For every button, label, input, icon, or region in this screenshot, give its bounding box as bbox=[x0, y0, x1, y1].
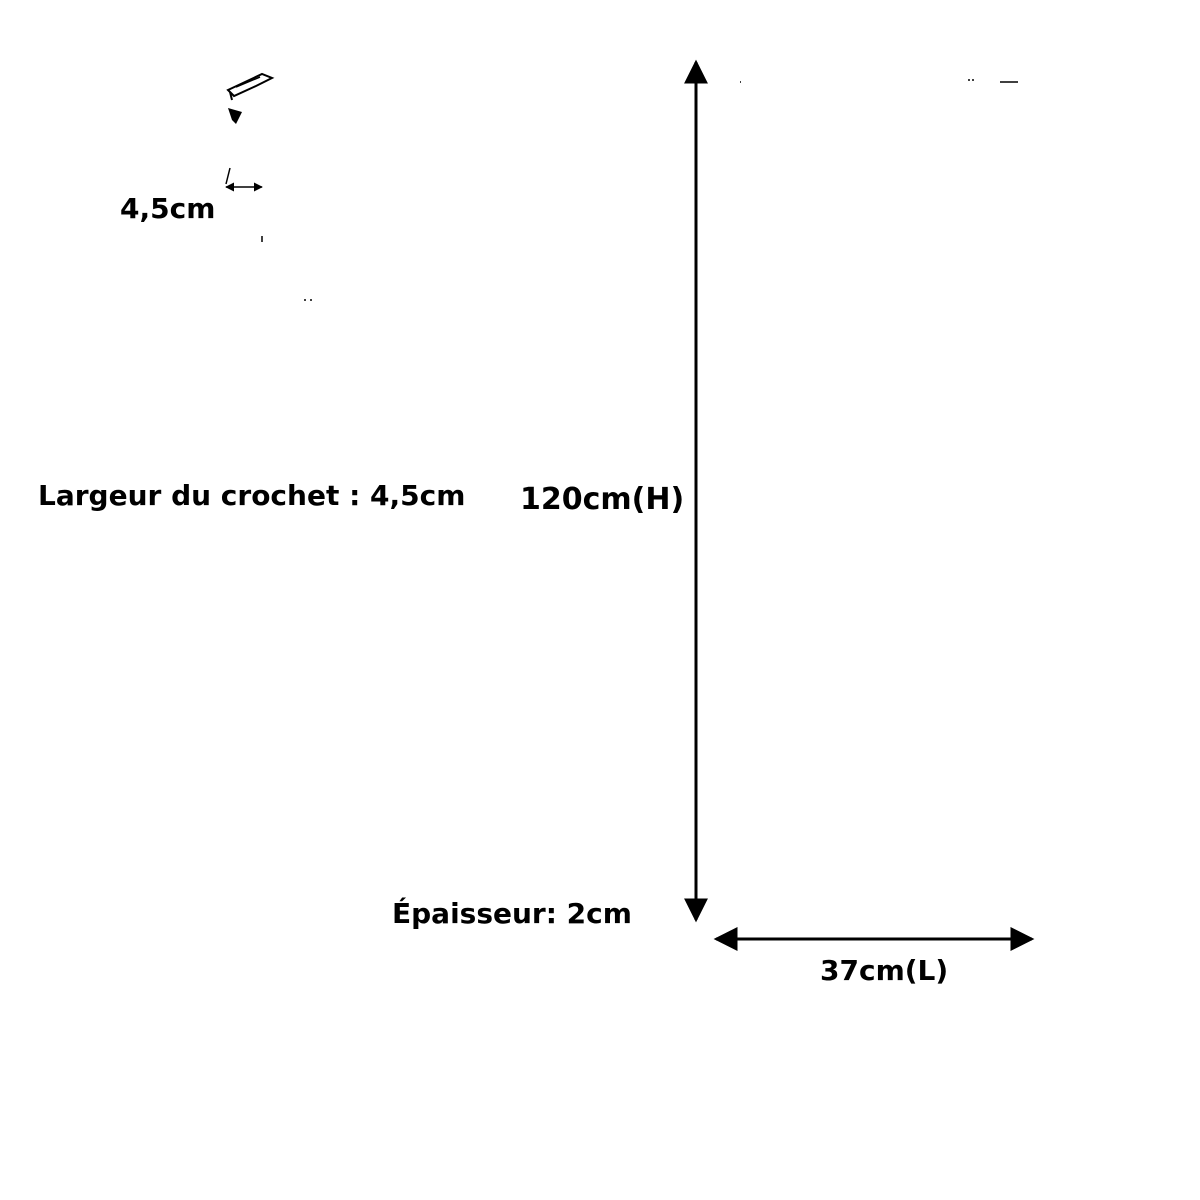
hook-width-label: Largeur du crochet : 4,5cm bbox=[38, 479, 466, 512]
hook-sketch-icon bbox=[225, 72, 312, 301]
height-label: 120cm(H) bbox=[520, 482, 685, 517]
thickness-label: Épaisseur: 2cm bbox=[392, 897, 632, 930]
top-edge-marks bbox=[740, 79, 1018, 83]
hook-small-dimension-label: 4,5cm bbox=[120, 192, 216, 225]
width-label: 37cm(L) bbox=[820, 954, 949, 987]
